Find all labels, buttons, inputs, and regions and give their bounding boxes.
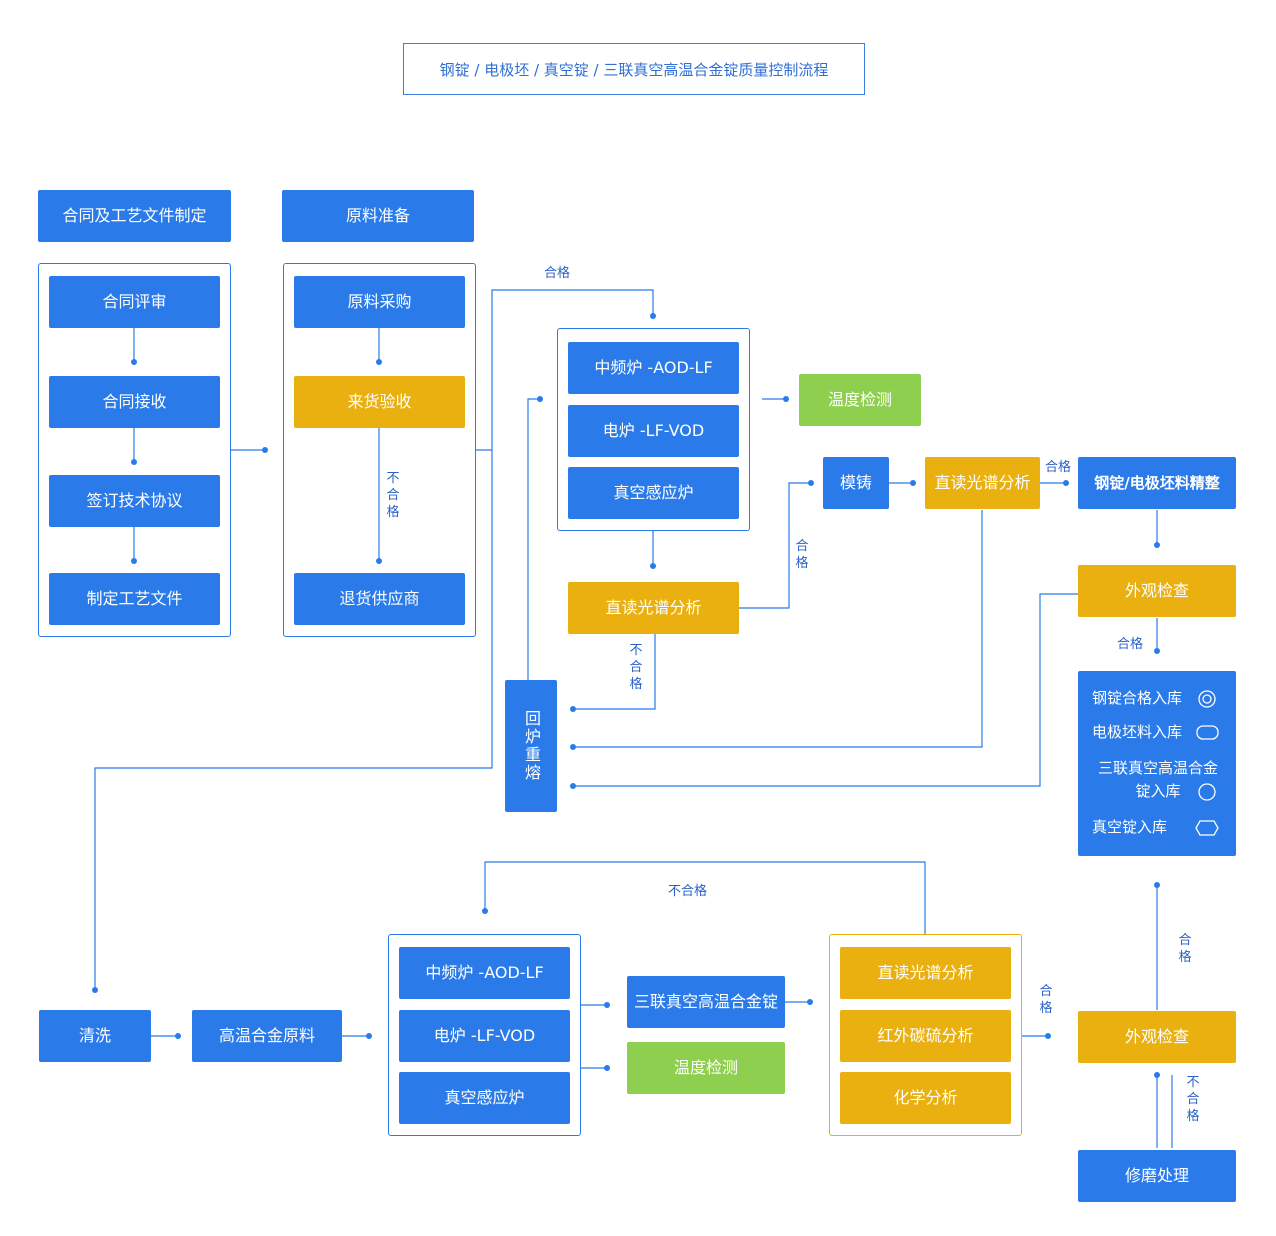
warehouse-panel: 钢锭合格入库 电极坯料入库 三联真空高温合金锭入库 真空锭入库 (1078, 671, 1236, 856)
page-title: 钢锭 / 电极坯 / 真空锭 / 三联真空高温合金锭质量控制流程 (403, 43, 865, 95)
sa-spectro-analysis[interactable]: 直读光谱分析 (840, 947, 1011, 999)
grinding-repair[interactable]: 修磨处理 (1078, 1150, 1236, 1202)
make-process-docs[interactable]: 制定工艺文件 (49, 573, 220, 625)
visual-pass-label: 合格 (1117, 637, 1144, 652)
sa-visual-pass-label: 合格 (1178, 933, 1192, 965)
sa-visual-fail-label: 不合格 (1186, 1075, 1200, 1124)
superalloy-furnace-group (388, 934, 581, 1136)
material-group (283, 263, 476, 637)
sa-furnace-lf-vod[interactable]: 电炉 -LF-VOD (399, 1010, 570, 1062)
visual-inspection[interactable]: 外观检查 (1078, 565, 1236, 617)
melting-spectro-analysis[interactable]: 直读光谱分析 (568, 582, 739, 634)
legend-item: 真空锭入库 (1092, 818, 1168, 836)
analysis-pass-label: 合格 (1039, 984, 1053, 1016)
analysis-group (829, 934, 1022, 1136)
legend-item: 钢锭合格入库 (1092, 689, 1183, 707)
contract-header[interactable]: 合同及工艺文件制定 (38, 190, 231, 242)
casting-pass-label: 合格 (1045, 460, 1072, 475)
material-fail-label: 不合格 (386, 471, 400, 520)
remelt[interactable]: 回炉重熔 (505, 680, 557, 812)
casting-spectro-analysis[interactable]: 直读光谱分析 (925, 457, 1040, 509)
mold-casting[interactable]: 模铸 (823, 457, 889, 509)
cleaning[interactable]: 清洗 (39, 1010, 151, 1062)
material-header[interactable]: 原料准备 (282, 190, 474, 242)
sign-tech-agreement[interactable]: 签订技术协议 (49, 475, 220, 527)
furnace-lf-vod[interactable]: 电炉 -LF-VOD (568, 405, 739, 457)
sa-furnace-aod-lf[interactable]: 中频炉 -AOD-LF (399, 947, 570, 999)
furnace-vacuum-induction[interactable]: 真空感应炉 (568, 467, 739, 519)
melting-pass-label: 合格 (544, 266, 571, 281)
chemical-analysis[interactable]: 化学分析 (840, 1072, 1011, 1124)
melting-group (557, 328, 750, 531)
contract-review[interactable]: 合同评审 (49, 276, 220, 328)
spectro-pass-label: 合格 (795, 539, 809, 571)
sa-furnace-vacuum-induction[interactable]: 真空感应炉 (399, 1072, 570, 1124)
contract-group (38, 263, 231, 637)
spectro-fail-label: 不合格 (629, 643, 643, 692)
rounded-rect-icon (1196, 725, 1219, 740)
sa-temperature-check[interactable]: 温度检测 (627, 1042, 785, 1094)
legend-item: 三联真空高温合金锭入库 (1097, 759, 1218, 800)
double-circle-icon (1198, 690, 1216, 708)
temperature-check[interactable]: 温度检测 (799, 374, 921, 426)
contract-receive[interactable]: 合同接收 (49, 376, 220, 428)
legend-item: 电极坯料入库 (1092, 723, 1183, 741)
infrared-cs-analysis[interactable]: 红外碳硫分析 (840, 1010, 1011, 1062)
sa-fail-label: 不合格 (668, 884, 708, 899)
sa-visual-inspection[interactable]: 外观检查 (1078, 1011, 1236, 1063)
hexagon-icon (1195, 820, 1219, 836)
triple-vacuum-ingot[interactable]: 三联真空高温合金锭 (627, 976, 785, 1028)
material-purchase[interactable]: 原料采购 (294, 276, 465, 328)
furnace-aod-lf[interactable]: 中频炉 -AOD-LF (568, 342, 739, 394)
incoming-inspection[interactable]: 来货验收 (294, 376, 465, 428)
circle-icon (1198, 783, 1216, 801)
superalloy-raw-material[interactable]: 高温合金原料 (192, 1010, 342, 1062)
return-supplier[interactable]: 退货供应商 (294, 573, 465, 625)
ingot-finishing[interactable]: 钢锭/电极坯料精整 (1078, 457, 1236, 509)
